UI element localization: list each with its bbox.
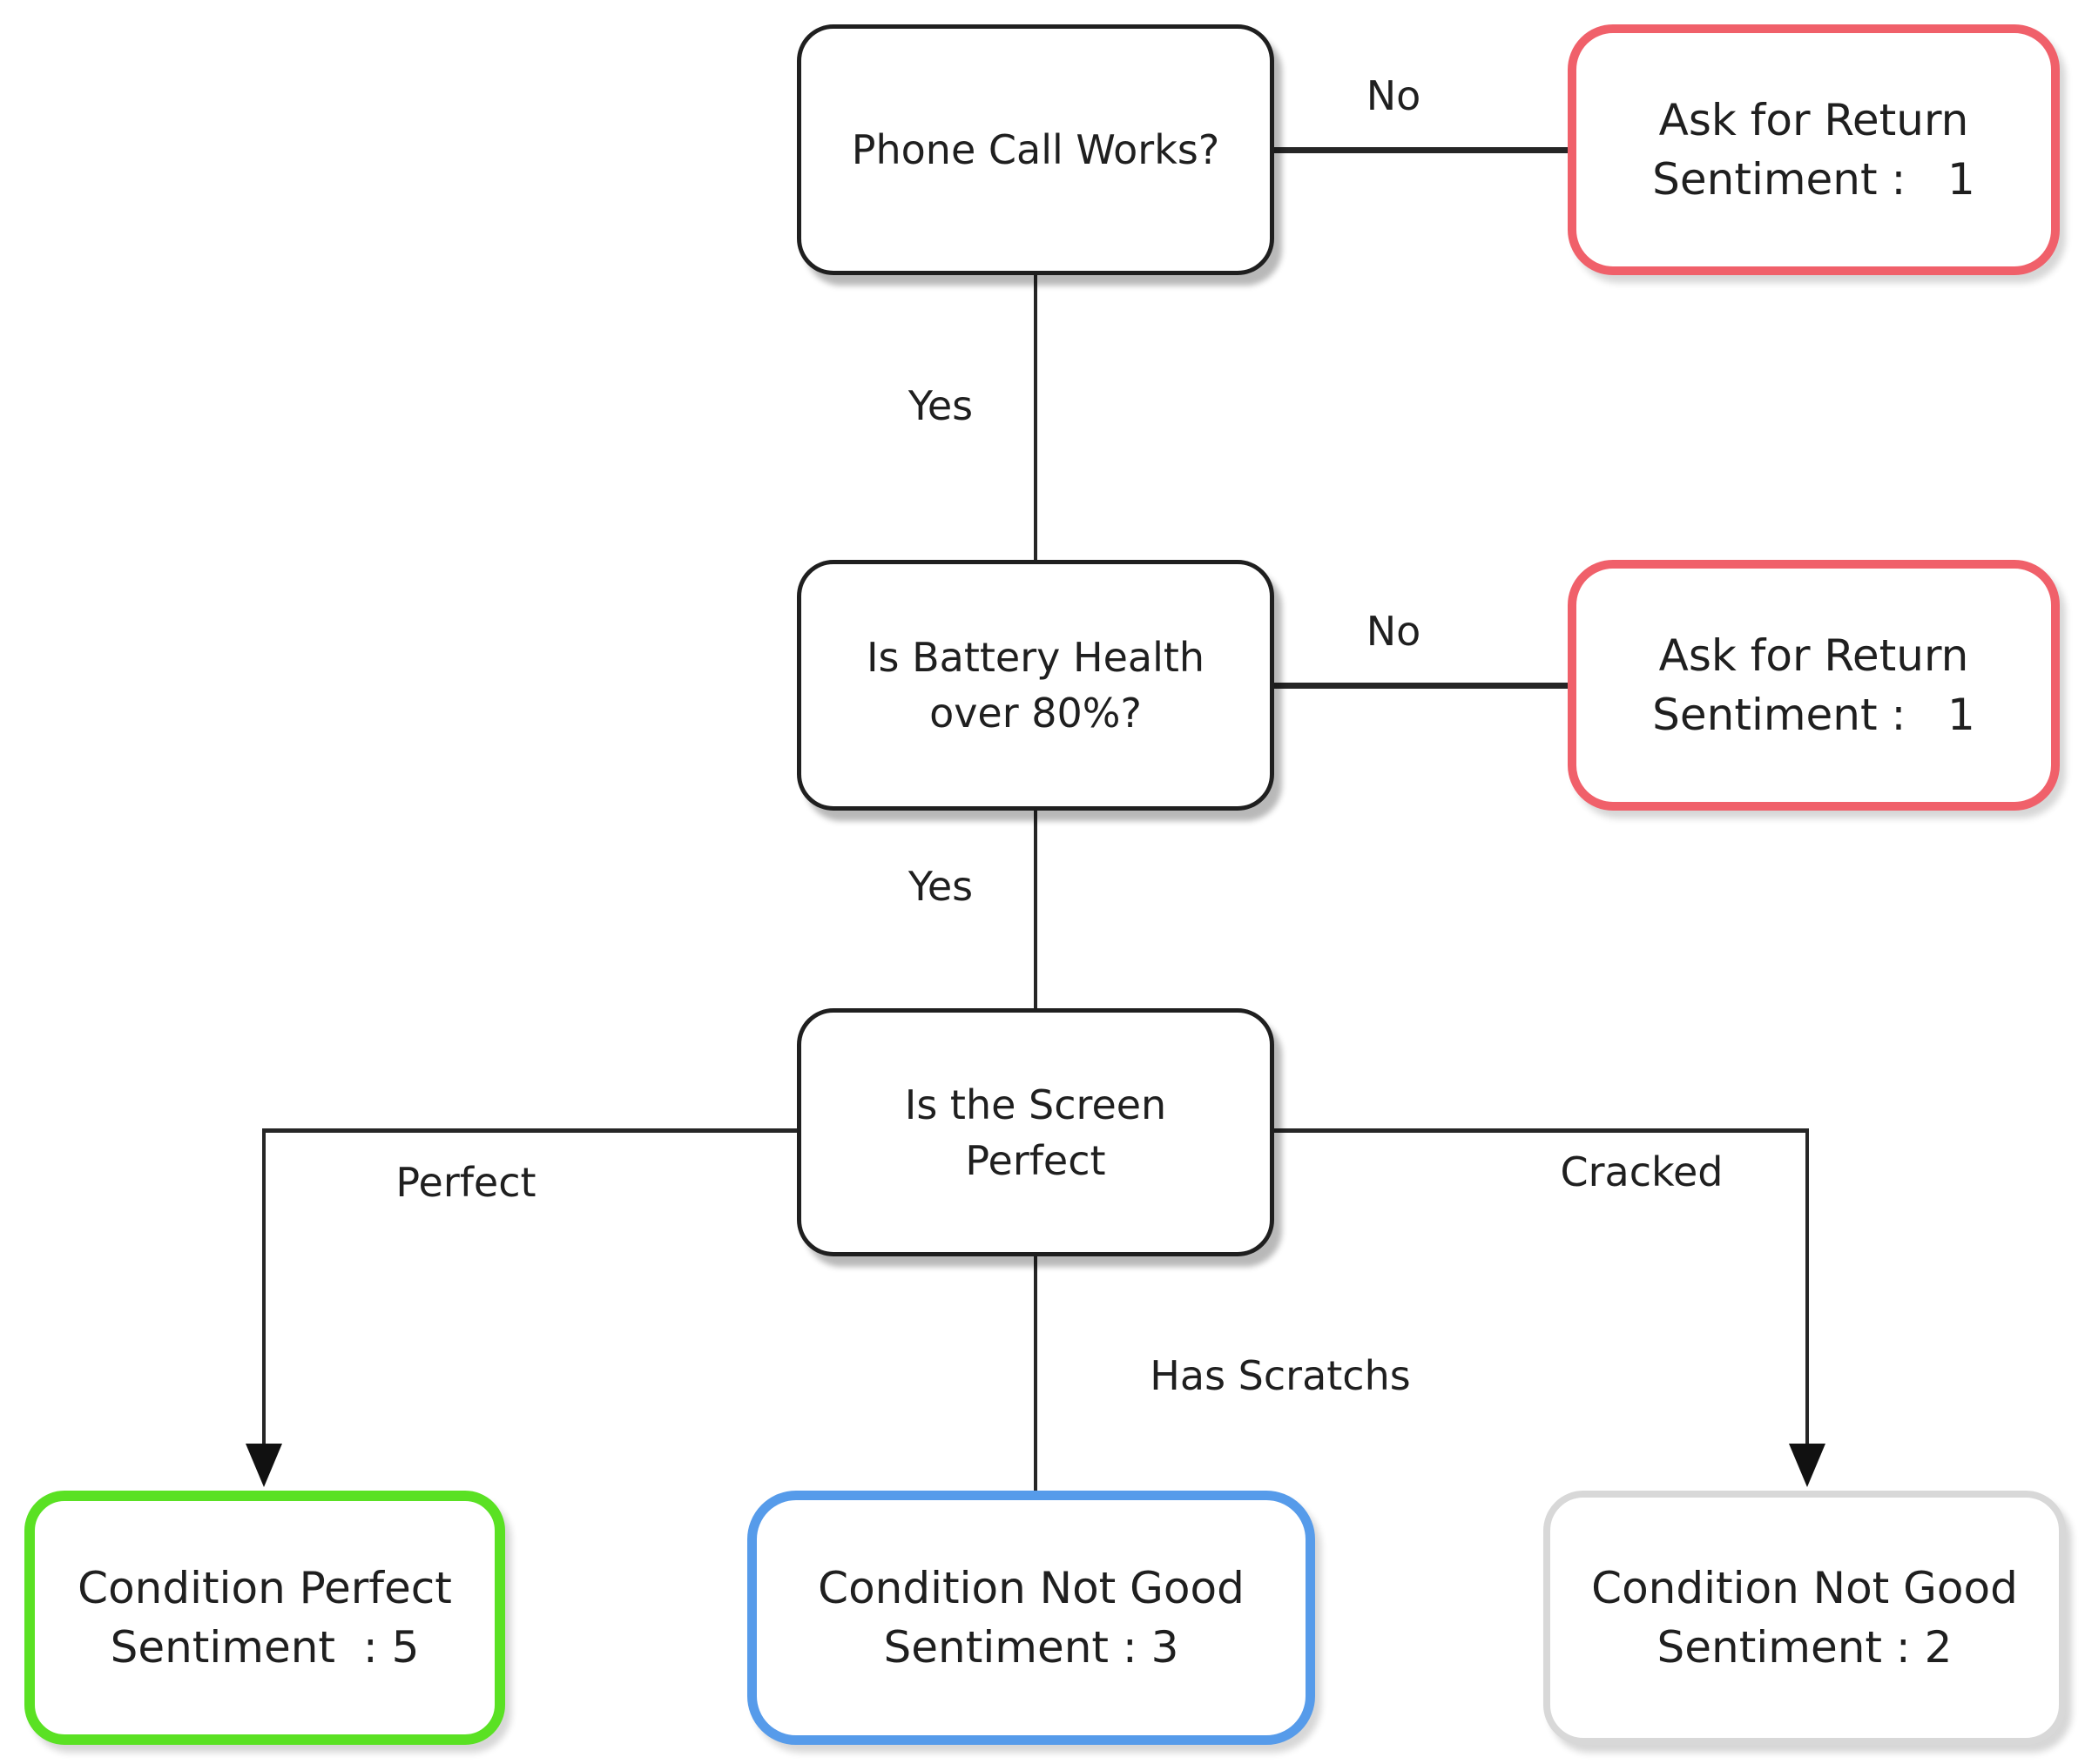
node-condition-cracked: Condition Not Good Sentiment : 2 bbox=[1543, 1491, 2066, 1745]
node-text: Condition Not Good bbox=[1591, 1563, 2018, 1613]
edge-label-has-scratchs: Has Scratchs bbox=[1150, 1352, 1411, 1399]
edge-label-yes-top: Yes bbox=[908, 382, 974, 429]
node-ask-return-mid: Ask for Return Sentiment : 1 bbox=[1568, 560, 2060, 811]
node-text: Condition Perfect bbox=[78, 1563, 452, 1613]
edge-label-no-top: No bbox=[1366, 72, 1421, 119]
edge-yes-line-mid bbox=[1034, 811, 1037, 1008]
node-condition-perfect: Condition Perfect Sentiment : 5 bbox=[24, 1491, 505, 1745]
node-condition-scratchs: Condition Not Good Sentiment : 3 bbox=[747, 1491, 1315, 1745]
edge-no-line-mid bbox=[1274, 683, 1568, 689]
node-text: Sentiment : 2 bbox=[1657, 1622, 1953, 1673]
node-ask-return-top: Ask for Return Sentiment : 1 bbox=[1568, 24, 2060, 275]
arrowhead-down-icon bbox=[246, 1444, 282, 1487]
node-battery-health: Is Battery Health over 80%? bbox=[797, 560, 1274, 811]
node-text: Perfect bbox=[965, 1136, 1106, 1184]
node-text: Ask for Return bbox=[1658, 95, 1969, 145]
edge-no-line-top bbox=[1274, 147, 1568, 153]
edge-cracked-line-h bbox=[1272, 1128, 1809, 1133]
edge-perfect-line-h bbox=[264, 1128, 799, 1133]
node-text: Sentiment : 5 bbox=[110, 1622, 420, 1673]
node-screen-perfect-question: Is the Screen Perfect bbox=[797, 1008, 1274, 1256]
edge-cracked-line-v bbox=[1805, 1128, 1809, 1445]
node-text: Phone Call Works? bbox=[851, 126, 1220, 173]
edge-label-yes-mid: Yes bbox=[908, 863, 974, 910]
edge-scratchs-line-v bbox=[1034, 1256, 1037, 1491]
node-text: Is Battery Health bbox=[866, 634, 1205, 681]
node-text: Sentiment : 1 bbox=[1652, 154, 1975, 205]
node-text: Condition Not Good bbox=[818, 1563, 1245, 1613]
node-text: Ask for Return bbox=[1658, 630, 1969, 681]
edge-perfect-line-v bbox=[262, 1128, 266, 1445]
node-text: over 80%? bbox=[929, 690, 1142, 737]
arrowhead-down-icon bbox=[1789, 1444, 1825, 1487]
node-text: Sentiment : 3 bbox=[883, 1622, 1179, 1673]
node-text: Is the Screen bbox=[904, 1081, 1167, 1128]
node-text: Sentiment : 1 bbox=[1652, 690, 1975, 740]
edge-label-no-mid: No bbox=[1366, 608, 1421, 655]
edge-label-perfect: Perfect bbox=[395, 1159, 536, 1206]
edge-label-cracked: Cracked bbox=[1560, 1148, 1724, 1195]
edge-yes-line-top bbox=[1034, 275, 1037, 560]
node-phone-call-works: Phone Call Works? bbox=[797, 24, 1274, 275]
